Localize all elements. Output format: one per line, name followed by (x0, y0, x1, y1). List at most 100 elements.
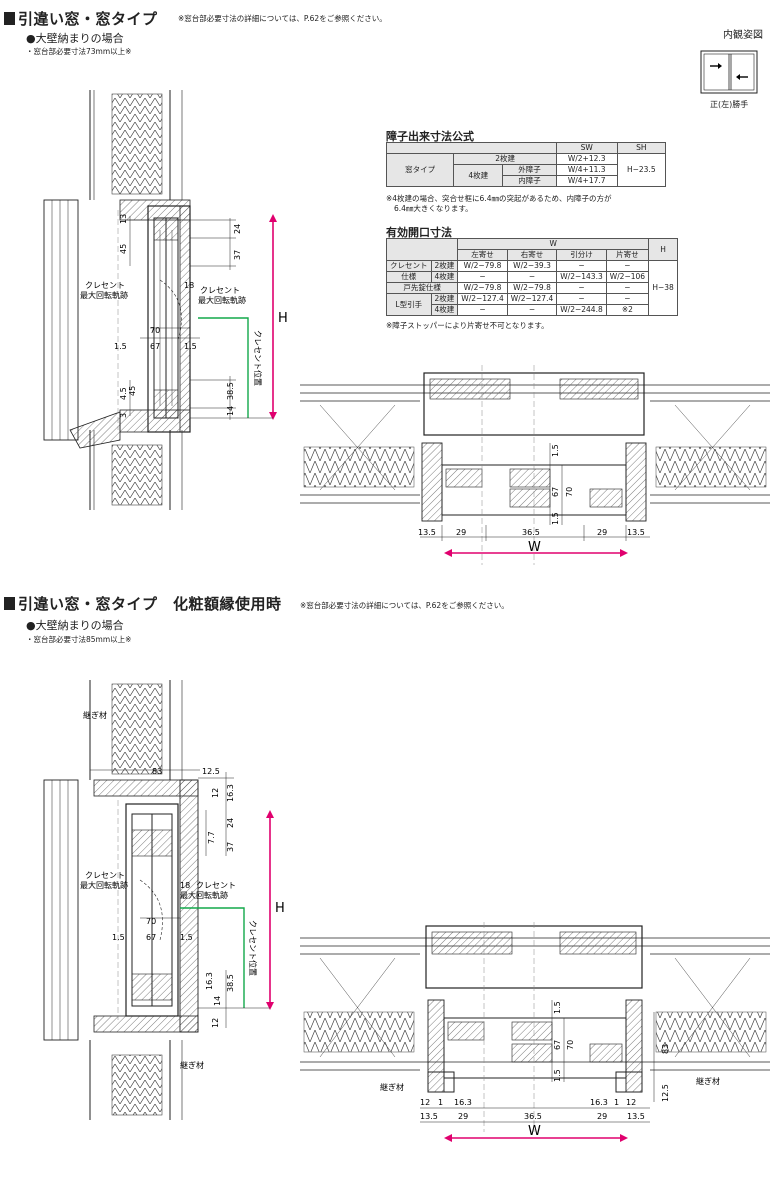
crescent-track-label-left-2b: 最大回転軌跡 (80, 880, 128, 890)
arrow-left-icon (444, 549, 452, 557)
col-sw: SW (555, 142, 618, 154)
dim-18: 18 (184, 281, 194, 290)
vertical-section-diagram-2: 83 12.5 12 16.3 24 7.7 37 18 70 67 1.5 1… (43, 680, 285, 1120)
crescent-position-label: クレセント位置 (253, 330, 263, 386)
plan2-dim-12-left: 12 (420, 1098, 430, 1107)
plan2-dim-1-5-top: 1.5 (553, 1001, 562, 1014)
section2-requirement: ・窓台部必要寸法85mm以上※ (26, 635, 132, 644)
dim2-67: 67 (146, 933, 156, 942)
dim-67: 67 (150, 342, 160, 351)
width-label-2: W (528, 1124, 541, 1139)
plan1-dim-70: 70 (565, 487, 574, 497)
crescent-track-label-left-1: クレセント (85, 281, 125, 290)
section1-subtitle: ●大壁納まりの場合 (26, 32, 124, 45)
plan2-dim-1-5-bottom: 1.5 (553, 1069, 562, 1082)
plan1-dim-67: 67 (551, 487, 560, 497)
crescent-track-label-right-1b: クレセント (196, 881, 236, 890)
plan2-dim-13-5-right: 13.5 (627, 1112, 645, 1121)
dim2-12-5: 12.5 (202, 767, 220, 776)
interior-view-caption: 正(左)勝手 (710, 100, 749, 109)
plan2-joint-label-right: 継ぎ材 (696, 1076, 720, 1086)
table1-footnote-2: 6.4㎜大きくなります。 (394, 204, 473, 213)
section1-title: 引違い窓・窓タイプ (4, 8, 158, 29)
plan1-dim-29-right: 29 (597, 528, 607, 537)
plan1-dim-1-5-bottom: 1.5 (551, 512, 560, 525)
table1-title: 障子出来寸法公式 (386, 130, 474, 143)
crescent-track-label-right-2: 最大回転軌跡 (198, 295, 246, 305)
dim2-83: 83 (152, 767, 162, 776)
height-label-2: H (275, 901, 285, 916)
section2-note: ※窓台部必要寸法の詳細については、P.62をご参照ください。 (300, 601, 509, 610)
dim2-37: 37 (226, 842, 235, 852)
section2-subtitle: ●大壁納まりの場合 (26, 619, 124, 632)
plan2-dim-36-5: 36.5 (524, 1112, 542, 1121)
crescent-position-label-2: クレセント位置 (248, 920, 258, 976)
jamb-right (625, 442, 647, 522)
crescent-track-label-left-2: 最大回転軌跡 (80, 290, 128, 300)
plan2-dim-12-5: 12.5 (661, 1084, 670, 1102)
sash-formula-table: SW SH 窓タイプ 2枚建 W/2+12.3 H−23.5 4枚建 外障子 W… (385, 142, 667, 187)
plan1-dim-1-5-top: 1.5 (551, 444, 560, 457)
section1-requirement: ・窓台部必要寸法73mm以上※ (26, 47, 132, 56)
arrow-down-icon (269, 412, 277, 420)
dim2-12-top: 12 (211, 788, 220, 798)
dim2-18: 18 (180, 881, 190, 890)
square-bullet-icon (4, 597, 15, 610)
dim-13: 13 (119, 214, 128, 224)
crescent-track-label-right-1: クレセント (200, 286, 240, 295)
dim2-1-5-left: 1.5 (112, 933, 125, 942)
joint-label-top: 継ぎ材 (83, 710, 107, 720)
dim-24: 24 (233, 224, 242, 234)
height-label: H (278, 311, 288, 326)
dim2-12-bottom: 12 (211, 1018, 220, 1028)
exterior-shutter (43, 199, 79, 441)
dim2-38-5: 38.5 (226, 974, 235, 992)
plan2-dim-70: 70 (566, 1040, 575, 1050)
dim-1-5-right: 1.5 (184, 342, 197, 351)
row-window-type: 窓タイプ (385, 153, 455, 187)
square-bullet-icon (4, 12, 15, 25)
horizontal-plan-diagram-1: 1.5 67 70 1.5 13.5 29 36.5 29 13.5 W (300, 365, 770, 565)
interior-view-diagram (700, 50, 758, 94)
plan2-dim-16-3-right: 16.3 (590, 1098, 608, 1107)
dim-70: 70 (150, 326, 160, 335)
width-label: W (528, 540, 541, 555)
table1-footnote-1: ※4枚建の場合、突合せ框に6.4㎜の突起があるため、内障子の方が (386, 194, 612, 203)
plan2-dim-13-5-left: 13.5 (420, 1112, 438, 1121)
arrow-up-icon (266, 810, 274, 818)
dim-38-5: 38.5 (226, 382, 235, 400)
plan2-dim-1-right: 1 (614, 1098, 619, 1107)
plan2-dim-83: 83 (661, 1044, 670, 1054)
vertical-section-diagram-1: 13 45 24 37 18 70 67 1.5 1.5 4.5 3 45 38… (43, 90, 288, 510)
dim2-70: 70 (146, 917, 156, 926)
plan2-dim-1-left: 1 (438, 1098, 443, 1107)
dim2-7-7: 7.7 (207, 831, 216, 844)
arrow-left-icon (444, 1134, 452, 1142)
arrow-right-icon (620, 549, 628, 557)
arrow-up-icon (269, 214, 277, 222)
plan1-dim-13-5-left: 13.5 (418, 528, 436, 537)
joint-label-bottom: 継ぎ材 (180, 1060, 204, 1070)
arrow-down-icon (266, 1002, 274, 1010)
dim-3: 3 (119, 413, 128, 418)
plan2-dim-29-right: 29 (597, 1112, 607, 1121)
arrow-right-icon (710, 63, 722, 69)
plan2-dim-16-3-left: 16.3 (454, 1098, 472, 1107)
insulation-bottom (111, 444, 163, 506)
dim2-24: 24 (226, 818, 235, 828)
col-sh: SH (616, 142, 667, 154)
plan2-dim-29-left: 29 (458, 1112, 468, 1121)
arrow-right-icon (620, 1134, 628, 1142)
dim2-16-3-bottom: 16.3 (205, 972, 214, 990)
plan2-dim-67: 67 (553, 1040, 562, 1050)
horizontal-plan-diagram-2: 1.5 67 70 1.5 83 12.5 12 1 16.3 16.3 1 1… (300, 922, 770, 1142)
section2-title: 引違い窓・窓タイプ 化粧額縁使用時 (4, 593, 282, 614)
decorative-casing (179, 779, 199, 1033)
dim2-16-3-top: 16.3 (226, 784, 235, 802)
dim2-1-5-right: 1.5 (180, 933, 193, 942)
crescent-position-line (198, 317, 249, 418)
plan2-joint-label-left: 継ぎ材 (380, 1082, 404, 1092)
plan1-dim-13-5-right: 13.5 (627, 528, 645, 537)
dim-14: 14 (226, 406, 235, 416)
effective-opening-table: W H 左寄せ 右寄せ 引分け 片寄せ クレセント 2枚建 W/2−79.8 W… (385, 238, 679, 316)
